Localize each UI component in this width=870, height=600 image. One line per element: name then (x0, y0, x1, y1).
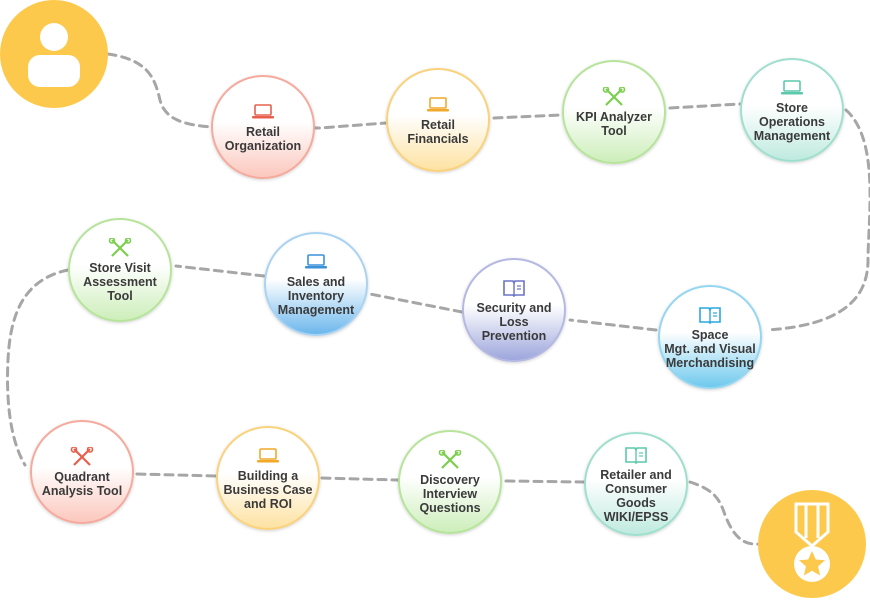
node-sales-inventory-management[interactable]: Sales and Inventory Management (264, 232, 368, 336)
node-label: Sales and Inventory Management (277, 274, 355, 317)
node-retailer-consumer-goods-wiki[interactable]: Retailer and Consumer Goods WIKI/EPSS (584, 432, 688, 536)
laptop-icon (305, 253, 327, 268)
node-quadrant-analysis-tool[interactable]: Quadrant Analysis Tool (30, 420, 134, 524)
node-label: Store Operations Management (753, 100, 831, 143)
medal-star-icon (794, 502, 830, 582)
node-label: Building a Business Case and ROI (223, 468, 313, 511)
tools-icon (70, 446, 94, 466)
node-label: Retail Organization (224, 124, 302, 153)
node-store-visit-assessment-tool[interactable]: Store Visit Assessment Tool (68, 218, 172, 322)
node-store-operations-management[interactable]: Store Operations Management (740, 58, 844, 162)
node-label: Retailer and Consumer Goods WIKI/EPSS (600, 467, 672, 524)
laptop-icon (781, 79, 803, 94)
node-discovery-interview-questions[interactable]: Discovery Interview Questions (398, 430, 502, 534)
connector-line (6, 52, 870, 546)
node-label: KPI Analyzer Tool (576, 109, 652, 138)
tools-icon (438, 449, 462, 469)
laptop-icon (252, 103, 274, 118)
node-kpi-analyzer-tool[interactable]: KPI Analyzer Tool (562, 60, 666, 164)
node-label: Quadrant Analysis Tool (41, 469, 123, 498)
node-retail-financials[interactable]: Retail Financials (386, 68, 490, 172)
tools-icon (108, 237, 132, 257)
book-icon (699, 306, 721, 324)
node-security-loss-prevention[interactable]: Security and Loss Prevention (462, 258, 566, 362)
node-label: Store Visit Assessment Tool (83, 260, 157, 303)
tools-icon (602, 86, 626, 106)
start-avatar (0, 0, 108, 108)
node-label: Retail Financials (407, 117, 469, 146)
laptop-icon (257, 447, 279, 462)
book-icon (503, 279, 525, 297)
node-label: Space Mgt. and Visual Merchandising (664, 327, 756, 370)
node-retail-organization[interactable]: Retail Organization (211, 75, 315, 179)
user-avatar-icon (28, 23, 80, 87)
node-space-mgt-visual-merchandising[interactable]: Space Mgt. and Visual Merchandising (658, 285, 762, 389)
end-medal (758, 490, 866, 598)
node-building-business-case-roi[interactable]: Building a Business Case and ROI (216, 426, 320, 530)
node-label: Security and Loss Prevention (476, 300, 552, 343)
laptop-icon (427, 96, 449, 111)
book-icon (625, 446, 647, 464)
node-label: Discovery Interview Questions (419, 472, 481, 515)
